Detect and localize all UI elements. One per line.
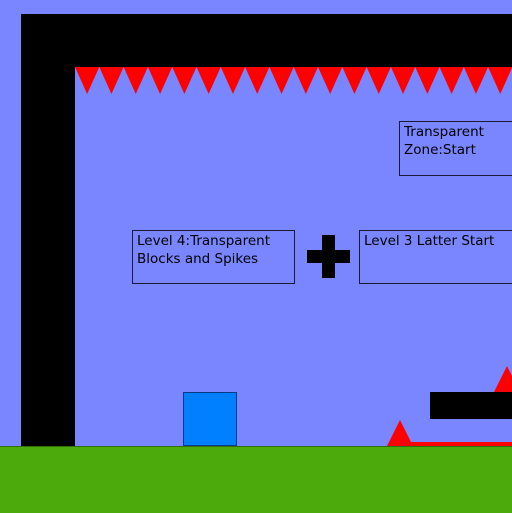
player-block[interactable] — [183, 392, 237, 446]
ceiling-spike — [488, 67, 512, 94]
ceiling-wall — [21, 14, 512, 67]
ceiling-spike — [172, 67, 197, 94]
ceiling-spike — [342, 67, 367, 94]
ceiling-spike — [318, 67, 343, 94]
plus-cross-icon[interactable] — [307, 235, 350, 278]
ceiling-spike — [463, 67, 489, 94]
ceiling-spike — [245, 67, 270, 94]
ceiling-spike — [123, 67, 148, 94]
sign-transparent-zone-text: Transparent Zone:Start — [404, 124, 484, 158]
red-floor-strip — [410, 442, 512, 446]
ceiling-spikes — [75, 67, 512, 94]
sign-level-3[interactable]: Level 3 Latter Start — [359, 230, 512, 284]
left-wall — [21, 14, 75, 446]
ceiling-spike — [99, 67, 124, 94]
ceiling-spike — [269, 67, 294, 94]
sign-transparent-zone: Transparent Zone:Start — [399, 121, 512, 176]
ceiling-spike — [147, 67, 173, 94]
ground — [0, 446, 512, 513]
black-platform — [430, 392, 512, 419]
sign-level-3-text: Level 3 Latter Start — [364, 233, 495, 249]
sign-level-4-text: Level 4:Transparent Blocks and Spikes — [137, 233, 270, 267]
ceiling-spike — [366, 67, 391, 94]
ceiling-spike — [220, 67, 246, 94]
ceiling-spike — [75, 67, 100, 94]
ceiling-spike — [390, 67, 416, 94]
sign-level-4[interactable]: Level 4:Transparent Blocks and Spikes — [132, 230, 295, 284]
platform-spike — [494, 366, 512, 392]
ceiling-spike — [439, 67, 464, 94]
ceiling-spike — [293, 67, 318, 94]
ceiling-spike — [196, 67, 221, 94]
ceiling-spike — [415, 67, 440, 94]
floor-spike — [387, 420, 413, 446]
